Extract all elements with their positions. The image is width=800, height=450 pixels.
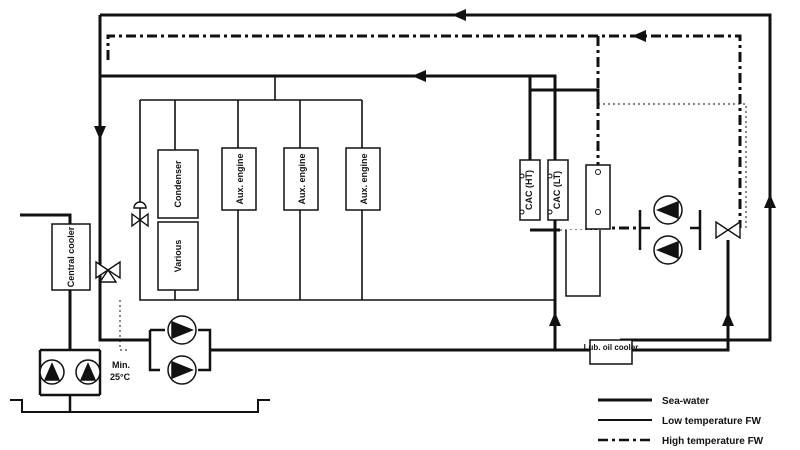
consumer-header <box>139 76 555 301</box>
engine-jacket-box <box>585 164 611 230</box>
inner-return-line <box>100 74 557 350</box>
three-way-valve-right <box>715 220 741 240</box>
cac-lt-box <box>547 159 569 221</box>
top-return-line <box>100 13 772 342</box>
lub-to-right <box>620 240 730 352</box>
legend: Sea-water Low temperature FW High temper… <box>598 396 764 447</box>
svg-text:Aux. engine: Aux. engine <box>359 153 369 204</box>
various-box: Various <box>157 221 199 291</box>
arrow-left-icon <box>412 70 426 82</box>
central-cooler-box: Central cooler <box>51 223 91 291</box>
sea-chest <box>10 399 270 413</box>
ht-fw-lines <box>106 34 742 230</box>
cac-top-line <box>528 76 600 104</box>
svg-text:Central cooler: Central cooler <box>66 226 76 287</box>
ht-pump-group <box>638 195 702 265</box>
ht-loop-top <box>106 34 742 228</box>
min-temp-note: Min. 25°C <box>110 360 131 382</box>
lub-oil-cooler-box: Lub. oil cooler <box>584 339 639 365</box>
arrow-left-icon <box>452 9 466 21</box>
svg-text:CAC (HT): CAC (HT) <box>524 170 534 210</box>
aux-engine-1-box: Aux. engine <box>221 147 257 211</box>
main-left-vertical <box>98 15 150 342</box>
cac-ht-box <box>519 159 541 221</box>
svg-text:Sea-water: Sea-water <box>662 396 709 407</box>
main-engine: CAC (HT) CAC (LT) <box>519 159 611 297</box>
svg-text:Condenser: Condenser <box>173 160 183 208</box>
arrow-up-icon <box>549 312 561 326</box>
svg-text:Low temperature FW: Low temperature FW <box>662 416 761 427</box>
aux-engine-2-box: Aux. engine <box>283 147 319 211</box>
aux-engine-3-box: Aux. engine <box>345 147 381 211</box>
svg-text:Min.: Min. <box>112 360 130 370</box>
svg-text:High temperature FW: High temperature FW <box>662 436 764 447</box>
sw-left-in <box>20 213 72 224</box>
svg-text:CAC (LT): CAC (LT) <box>552 171 562 209</box>
arrow-up-icon <box>722 312 734 326</box>
lt-pump-group <box>148 315 212 385</box>
three-way-valve-left <box>95 260 121 283</box>
control-valve <box>131 201 149 228</box>
ht-fw-dotted <box>119 103 747 351</box>
arrow-up-icon <box>764 194 776 208</box>
flow-arrows <box>94 9 776 326</box>
svg-text:Aux. engine: Aux. engine <box>297 153 307 204</box>
arrow-left-icon <box>632 30 646 42</box>
svg-text:Lub. oil cooler: Lub. oil cooler <box>584 343 639 352</box>
lt-fw-lines <box>20 13 772 352</box>
svg-text:Aux. engine: Aux. engine <box>235 153 245 204</box>
sw-pump-group <box>38 348 102 412</box>
arrow-down-icon <box>94 126 106 140</box>
svg-text:Various: Various <box>173 240 183 273</box>
condenser-box: Condenser <box>157 149 199 219</box>
svg-text:25°C: 25°C <box>110 372 131 382</box>
